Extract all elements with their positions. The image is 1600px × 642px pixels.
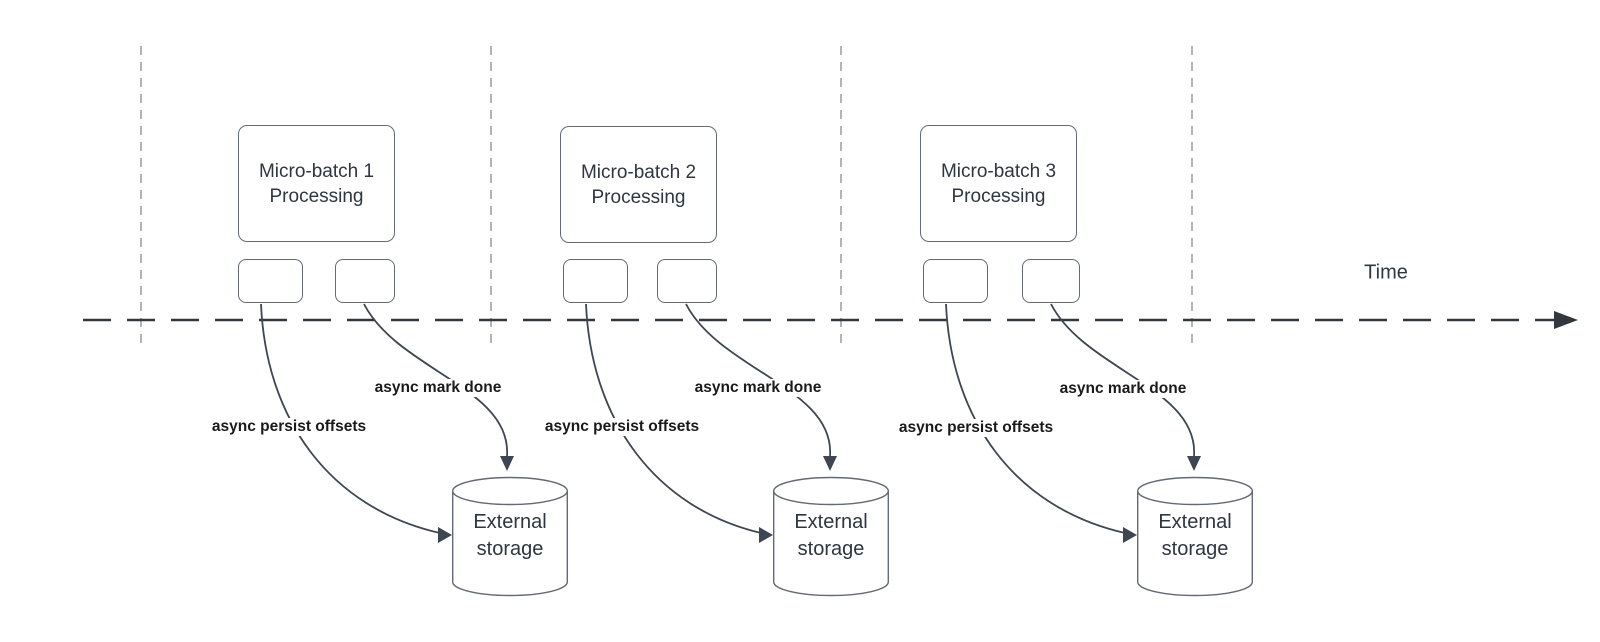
async-mark-done-arrow xyxy=(1050,303,1195,457)
external-storage-cylinder xyxy=(1136,476,1253,597)
time-axis-arrowhead xyxy=(1554,311,1578,329)
external-storage-label: External storage xyxy=(473,509,546,563)
persist-offsets-task-box xyxy=(923,259,988,303)
persist-offsets-task-box xyxy=(238,259,303,303)
async-mark-done-label: async mark done xyxy=(1056,380,1190,398)
external-storage-cylinder xyxy=(452,476,569,597)
external-storage-label-line1: External xyxy=(794,511,868,533)
external-storage-label-line2: storage xyxy=(476,538,544,560)
mark-done-task-box xyxy=(335,259,395,303)
persist-offsets-arrowhead xyxy=(759,527,773,543)
async-persist-offsets-label: async persist offsets xyxy=(541,418,703,436)
async-persist-offsets-label: async persist offsets xyxy=(208,418,370,436)
async-persist-offsets-label: async persist offsets xyxy=(895,419,1057,437)
async-mark-done-label: async mark done xyxy=(371,379,505,397)
micro-batch-1-processing-box: Micro-batch 1 Processing xyxy=(238,125,395,242)
external-storage-label-line2: storage xyxy=(797,538,865,560)
async-persist-offsets-arrow xyxy=(945,303,1126,534)
micro-batch-1-title-line2: Processing xyxy=(269,185,364,207)
external-storage-label-line2: storage xyxy=(1161,538,1229,560)
persist-offsets-arrowhead xyxy=(1123,527,1137,543)
micro-batch-3-title-line1: Micro-batch 3 xyxy=(940,160,1057,182)
external-storage-cylinder xyxy=(773,476,890,597)
external-storage-label-line1: External xyxy=(1158,511,1232,533)
external-storage-label-line1: External xyxy=(473,511,547,533)
mark-done-arrowhead xyxy=(500,456,514,471)
mark-done-task-box xyxy=(1022,259,1080,303)
micro-batch-3-processing-box: Micro-batch 3 Processing xyxy=(920,125,1077,242)
time-axis-label: Time xyxy=(1364,261,1408,284)
micro-batch-3-title-line2: Processing xyxy=(951,185,1046,207)
external-storage-label: External storage xyxy=(794,509,867,563)
external-storage-label: External storage xyxy=(1158,509,1231,563)
mark-done-task-box xyxy=(657,259,717,303)
async-persist-offsets-arrow xyxy=(260,303,441,534)
micro-batch-1-title-line1: Micro-batch 1 xyxy=(258,160,375,182)
micro-batch-2-processing-box: Micro-batch 2 Processing xyxy=(560,126,717,243)
persist-offsets-task-box xyxy=(563,259,628,303)
micro-batch-2-title-line2: Processing xyxy=(591,186,686,208)
async-persist-offsets-arrow xyxy=(585,303,762,534)
mark-done-arrowhead xyxy=(1187,456,1201,471)
micro-batch-2-title-line1: Micro-batch 2 xyxy=(580,161,697,183)
async-mark-done-label: async mark done xyxy=(691,379,825,397)
persist-offsets-arrowhead xyxy=(438,527,452,543)
mark-done-arrowhead xyxy=(823,456,837,471)
